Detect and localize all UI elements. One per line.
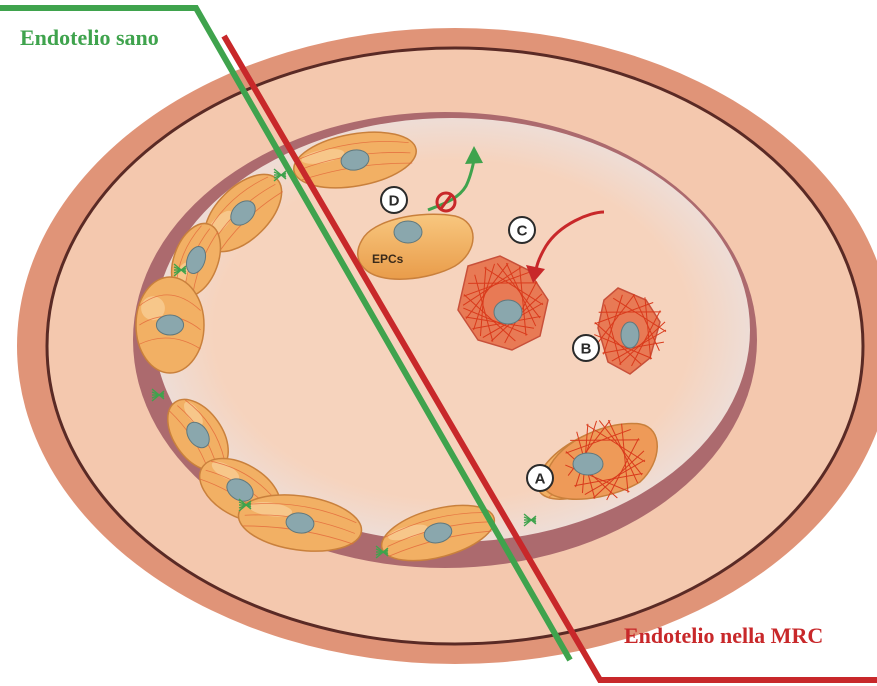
endothelial-cell <box>136 277 204 373</box>
marker-label: C <box>517 223 528 240</box>
epc-label: EPCs <box>372 252 404 266</box>
marker-label: D <box>389 193 400 210</box>
activated-cell-nucleus <box>621 322 639 348</box>
marker-label: B <box>581 341 592 358</box>
marker-d: D <box>381 187 407 213</box>
marker-b: B <box>573 335 599 361</box>
epc-nucleus <box>394 221 422 243</box>
marker-c: C <box>509 217 535 243</box>
retracted-cell-nucleus <box>494 300 522 324</box>
cell-nucleus <box>156 315 183 335</box>
healthy-endothelium-label: Endotelio sano <box>20 22 170 53</box>
stressed-cell-nucleus <box>573 453 603 475</box>
marker-label: A <box>535 471 546 488</box>
ckd-endothelium-label: Endotelio nella MRC <box>624 622 823 650</box>
marker-a: A <box>527 465 553 491</box>
